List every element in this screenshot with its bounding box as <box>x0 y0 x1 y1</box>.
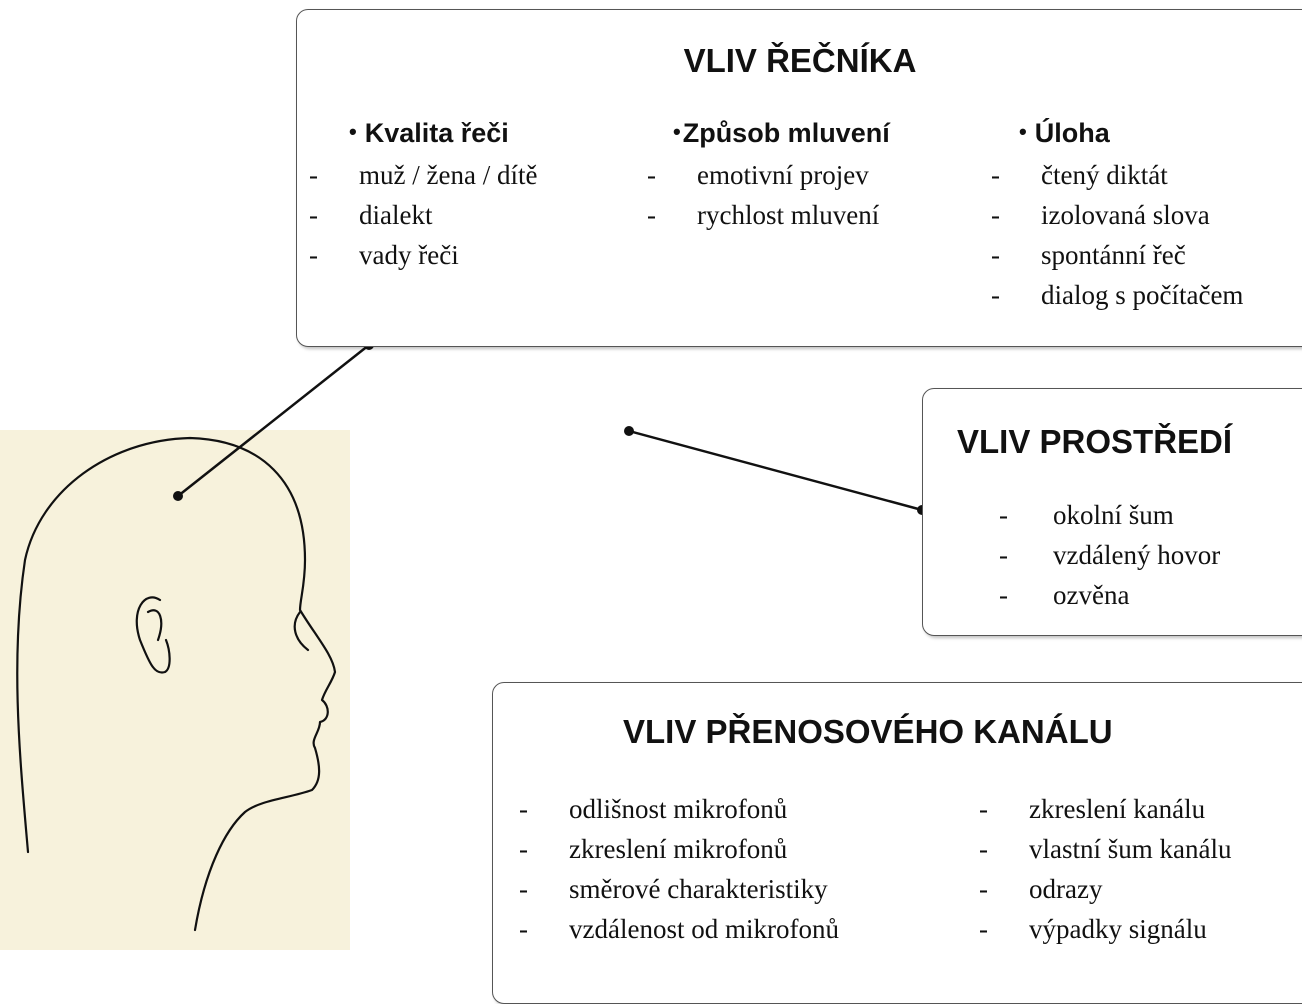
list-item: - odlišnost mikrofonů <box>519 789 839 829</box>
channel-influence-title: VLIV PŘENOSOVÉHO KANÁLU <box>623 713 1113 750</box>
list-item-text: zkreslení kanálu <box>1029 794 1206 824</box>
dash-icon: - <box>991 280 1000 310</box>
list-item-text: odrazy <box>1029 874 1103 904</box>
column-heading: •Způsob mluvení <box>673 118 890 149</box>
list-item-text: dialekt <box>359 200 433 230</box>
dash-icon: - <box>519 834 528 864</box>
dash-icon: - <box>991 200 1000 230</box>
list-item-text: muž / žena / dítě <box>359 160 538 190</box>
list-item-text: zkreslení mikrofonů <box>569 834 788 864</box>
list-item-text: vady řeči <box>359 240 459 270</box>
item-list: - čtený diktát - izolovaná slova - spontánn… <box>991 155 1243 315</box>
speaker-connector-dot-head <box>173 491 183 501</box>
list-item: - dialog s počítačem <box>991 275 1243 315</box>
item-list: - odlišnost mikrofonů - zkreslení mikrofon… <box>519 789 839 949</box>
list-item: - okolní šum <box>999 495 1220 535</box>
list-item-text: směrové charakteristiky <box>569 874 828 904</box>
list-item-text: spontánní řeč <box>1041 240 1186 270</box>
list-item-text: dialog s počítačem <box>1041 280 1244 310</box>
list-item: - zkreslení kanálu <box>979 789 1231 829</box>
head-image-background <box>0 430 350 950</box>
item-list: - muž / žena / dítě - dialekt - vady řeči <box>309 155 537 275</box>
dash-icon: - <box>991 240 1000 270</box>
item-list: - okolní šum - vzdálený hovor - ozvěna <box>999 495 1220 615</box>
list-item: - rychlost mluvení <box>647 195 890 235</box>
bullet-icon: • <box>673 119 681 144</box>
column-heading-label: Způsob mluvení <box>682 118 890 148</box>
dash-icon: - <box>519 794 528 824</box>
dash-icon: - <box>309 200 318 230</box>
dash-icon: - <box>999 500 1008 530</box>
column-heading-label: Kvalita řeči <box>364 118 509 148</box>
list-item: - vady řeči <box>309 235 537 275</box>
list-item: - emotivní projev <box>647 155 890 195</box>
list-item: - izolovaná slova <box>991 195 1243 235</box>
bullet-icon: • <box>1019 119 1027 144</box>
list-item: - ozvěna <box>999 575 1220 615</box>
speaker-column-manner: •Způsob mluvení - emotivní projev - rychlo… <box>647 118 890 235</box>
dash-icon: - <box>999 540 1008 570</box>
dash-icon: - <box>999 580 1008 610</box>
list-item-text: vzdálený hovor <box>1053 540 1221 570</box>
dash-icon: - <box>647 160 656 190</box>
list-item-text: čtený diktát <box>1041 160 1168 190</box>
dash-icon: - <box>979 874 988 904</box>
list-item-text: vzdálenost od mikrofonů <box>569 914 839 944</box>
dash-icon: - <box>979 834 988 864</box>
dash-icon: - <box>979 794 988 824</box>
list-item-text: odlišnost mikrofonů <box>569 794 788 824</box>
list-item-text: vlastní šum kanálu <box>1029 834 1232 864</box>
speaker-influence-box: VLIV ŘEČNÍKA • Kvalita řeči - muž / žena /… <box>296 9 1302 347</box>
dash-icon: - <box>309 240 318 270</box>
column-heading: • Kvalita řeči <box>349 118 537 149</box>
list-item-text: rychlost mluvení <box>697 200 880 230</box>
bullet-icon: • <box>349 119 357 144</box>
environment-influence-title: VLIV PROSTŘEDÍ <box>957 423 1233 460</box>
list-item-text: ozvěna <box>1053 580 1130 610</box>
diagram-graphics <box>0 340 927 950</box>
item-list: - emotivní projev - rychlost mluvení <box>647 155 890 235</box>
list-item-text: okolní šum <box>1053 500 1174 530</box>
channel-influence-box: VLIV PŘENOSOVÉHO KANÁLU - odlišnost mikro… <box>492 682 1302 1004</box>
speaker-column-task: • Úloha - čtený diktát - izolovaná slova - s… <box>991 118 1243 315</box>
dash-icon: - <box>647 200 656 230</box>
list-item: - zkreslení mikrofonů <box>519 829 839 869</box>
list-item: - vzdálený hovor <box>999 535 1220 575</box>
list-item: - vzdálenost od mikrofonů <box>519 909 839 949</box>
list-item: - spontánní řeč <box>991 235 1243 275</box>
list-item-text: výpadky signálu <box>1029 914 1207 944</box>
column-heading: • Úloha <box>1019 118 1243 149</box>
head-profile-drawing <box>16 436 337 932</box>
speaker-influence-title: VLIV ŘEČNÍKA <box>683 42 917 79</box>
dash-icon: - <box>309 160 318 190</box>
dash-icon: - <box>519 874 528 904</box>
list-item-text: izolovaná slova <box>1041 200 1210 230</box>
list-item: - čtený diktát <box>991 155 1243 195</box>
list-item: - výpadky signálu <box>979 909 1231 949</box>
dash-icon: - <box>979 914 988 944</box>
item-list: - zkreslení kanálu - vlastní šum kanálu - o… <box>979 789 1231 949</box>
list-item: - dialekt <box>309 195 537 235</box>
environment-connector-dot-start <box>624 426 634 436</box>
list-item: - muž / žena / dítě <box>309 155 537 195</box>
dash-icon: - <box>991 160 1000 190</box>
list-item: - vlastní šum kanálu <box>979 829 1231 869</box>
dash-icon: - <box>519 914 528 944</box>
speaker-column-quality: • Kvalita řeči - muž / žena / dítě - dialek… <box>309 118 537 275</box>
environment-influence-box: VLIV PROSTŘEDÍ - okolní šum - vzdálený hov… <box>922 388 1302 636</box>
list-item: - směrové charakteristiky <box>519 869 839 909</box>
list-item: - odrazy <box>979 869 1231 909</box>
column-heading-label: Úloha <box>1034 118 1110 148</box>
list-item-text: emotivní projev <box>697 160 869 190</box>
environment-connector-line <box>628 429 923 512</box>
speaker-connector-line <box>177 344 370 497</box>
